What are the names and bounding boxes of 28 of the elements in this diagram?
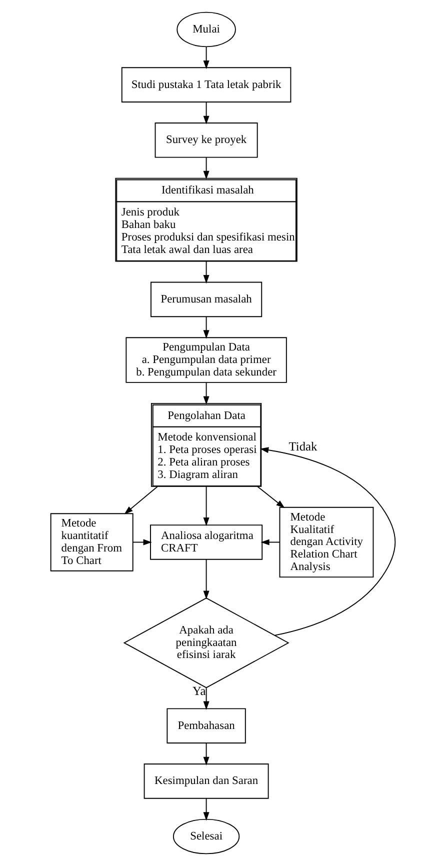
node-box: Studi pustaka 1 Tata letak pabrik: [121, 67, 292, 102]
arrow: [203, 742, 210, 766]
arrow: [203, 688, 210, 710]
arrow: [203, 316, 210, 339]
arrow: [257, 486, 285, 508]
arrow: [203, 486, 210, 526]
arrow: [203, 382, 210, 405]
arrow: [203, 102, 210, 124]
node-box: Survey ke proyek: [154, 122, 258, 158]
node-box: Perumusan masalah: [150, 282, 262, 318]
node-box: Metode Kualitatif dengan Activity Relation Chart Analysis: [279, 506, 374, 578]
arrow: [203, 559, 210, 600]
arrow: [124, 486, 158, 514]
arrow: [203, 46, 210, 70]
arrow: [132, 539, 152, 546]
node-box: Kesimpulan dan Saran: [144, 764, 269, 799]
arrow: [203, 798, 210, 821]
node-box: Metode kuantitatif dengan From To Chart: [50, 513, 134, 572]
node-box: Pengumpulan Data a. Pengumpulan data primer b. Pengumpulan data sekunder: [126, 337, 287, 383]
node-ellipse: Mulai: [176, 12, 236, 48]
arrow: [260, 447, 396, 636]
node-ellipse: Selesai: [172, 818, 240, 854]
edge-label: Tidak: [288, 439, 318, 454]
node-box: Analiosa alogaritma CRAFT: [150, 524, 263, 560]
arrow: [203, 157, 210, 180]
arrow: [203, 260, 210, 284]
node-box: Pembahasan: [166, 708, 246, 744]
arrow: [260, 539, 280, 546]
